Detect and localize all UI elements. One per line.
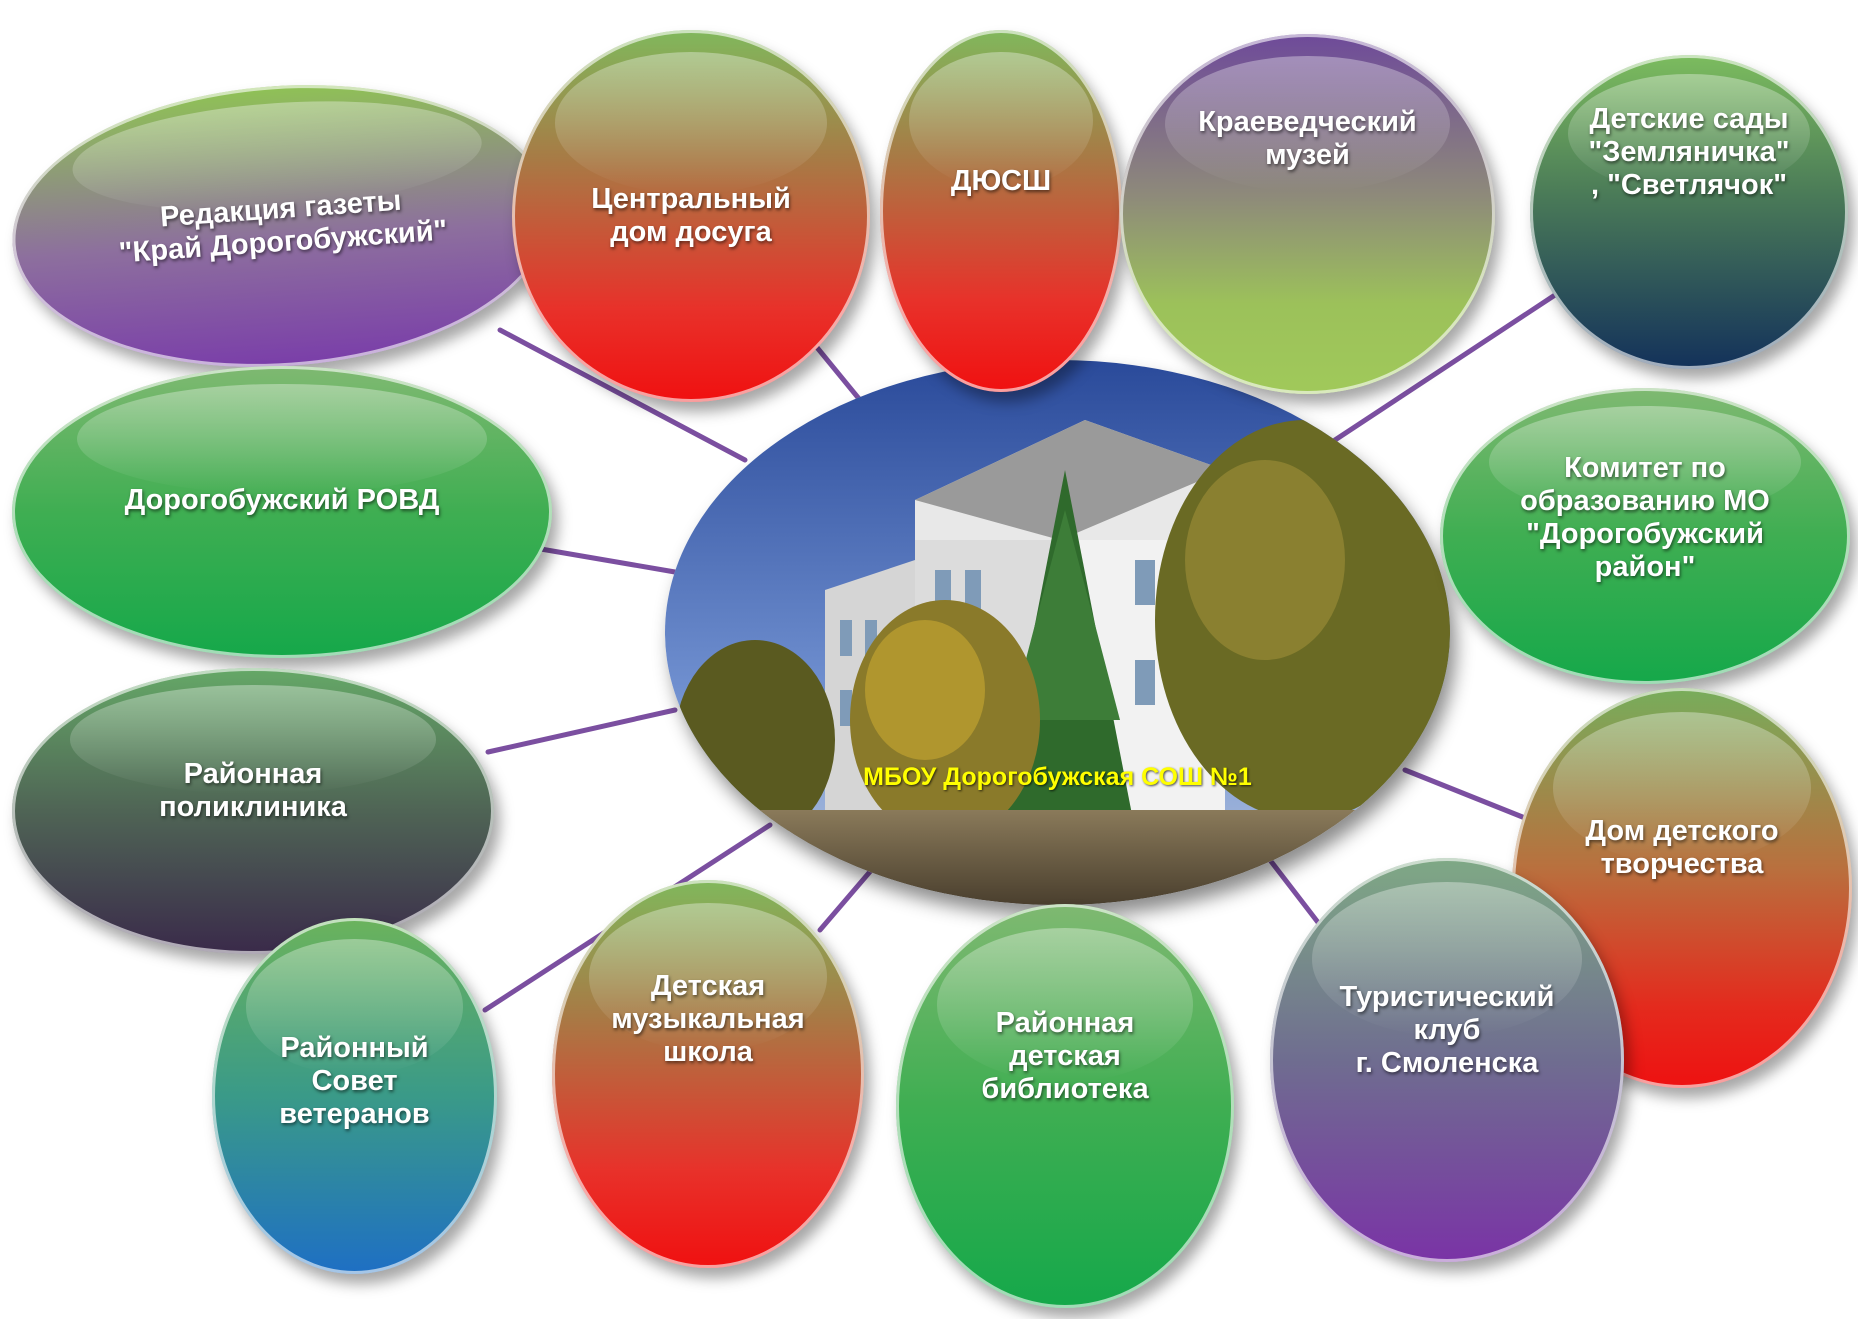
node-komitet[interactable]: Комитет по образованию МО "Дорогобужский… [1440,388,1850,684]
center-school-photo: МБОУ Дорогобужская СОШ №1 [665,360,1450,905]
node-label: Районный Совет ветеранов [279,1031,430,1130]
node-muz-shkola[interactable]: Детская музыкальная школа [552,880,864,1268]
node-label: Детские сады "Земляничка" , "Светлячок" [1588,102,1790,201]
node-label: Краеведческий музей [1198,106,1417,171]
node-label: Детская музыкальная школа [611,969,805,1068]
node-label: Редакция газеты "Край Дорогобужский" [117,184,449,270]
node-label: Туристический клуб г. Смоленска [1339,980,1555,1079]
connector-ddt [1402,767,1528,821]
connector-rovd [532,545,678,575]
node-dom-dosuga[interactable]: Центральный дом досуга [512,30,870,402]
node-sady[interactable]: Детские сады "Земляничка" , "Светлячок" [1530,55,1848,369]
node-turklub[interactable]: Туристический клуб г. Смоленска [1270,858,1624,1262]
node-label: ДЮСШ [950,164,1052,197]
node-poliklinika[interactable]: Районная поликлиника [12,668,494,954]
node-dyussh[interactable]: ДЮСШ [880,30,1122,392]
node-veterany[interactable]: Районный Совет ветеранов [212,918,497,1274]
node-biblioteka[interactable]: Районная детская библиотека [896,904,1234,1308]
node-label: Центральный дом досуга [591,183,791,248]
node-label: Районная поликлиника [159,758,347,823]
node-label: Районная детская библиотека [981,1006,1149,1105]
connector-sady [1332,292,1558,443]
node-label: Комитет по образованию МО "Дорогобужский… [1520,452,1770,583]
connector-turklub [1267,857,1323,928]
node-label: Дом детского творчества [1585,815,1779,880]
connector-poliklinika [485,707,678,755]
connector-dom-dosuga [812,342,863,403]
school-building-image [665,360,1450,905]
connector-redaktsiya [497,327,748,463]
node-muzey[interactable]: Краеведческий музей [1120,34,1495,394]
center-label: МБОУ Дорогобужская СОШ №1 [863,763,1252,791]
node-label: Дорогобужский РОВД [124,483,440,516]
node-rovd[interactable]: Дорогобужский РОВД [12,366,552,658]
